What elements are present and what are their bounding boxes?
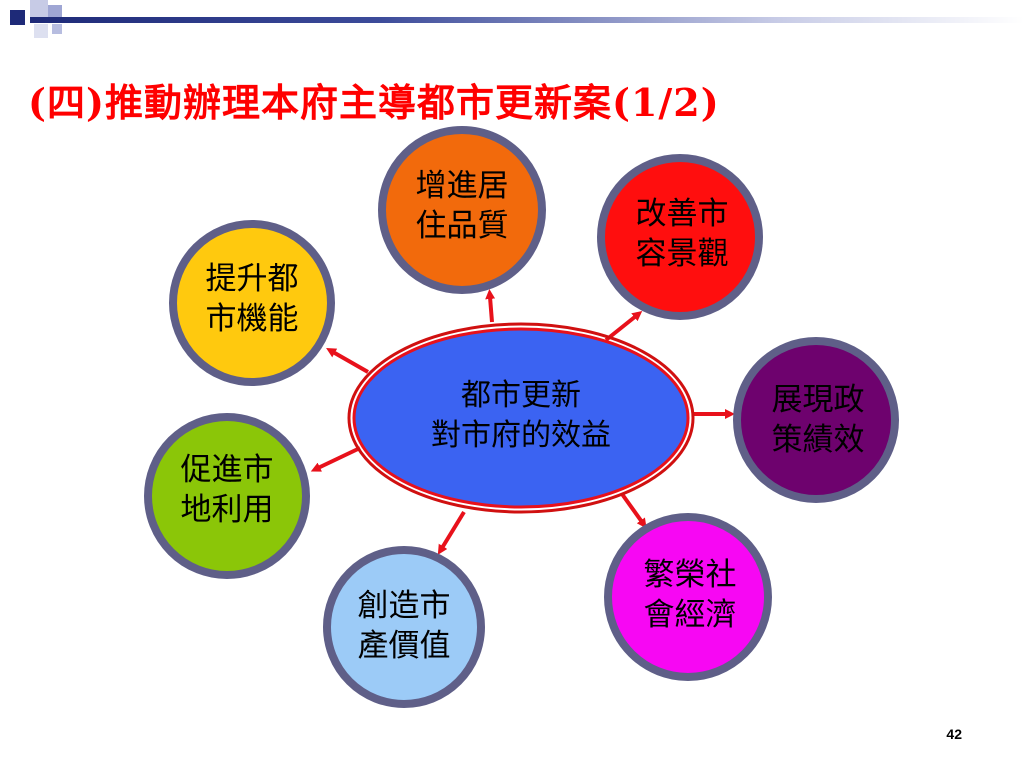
node-circle [323, 546, 485, 708]
node-label-line1: 展現政 [772, 382, 865, 418]
node-label-line1: 繁榮社 [644, 557, 737, 593]
node-label-line1: 提升都 [206, 261, 299, 297]
node-circle [169, 220, 335, 386]
benefit-node-socioeconomic: 繁榮社 會經濟 [604, 513, 772, 681]
center-label-line2: 對市府的效益 [431, 418, 611, 453]
center-ellipse [352, 327, 690, 509]
arrow-to-living-quality [485, 289, 496, 323]
benefit-node-policy-results: 展現政 策績效 [733, 337, 899, 503]
benefit-node-living-quality: 增進居 住品質 [378, 126, 546, 294]
connector-arrows [310, 289, 735, 555]
decor-square-lavender [48, 5, 62, 19]
node-label-line1: 促進市 [181, 452, 274, 488]
arrow-to-asset-value [437, 510, 466, 555]
node-circle [733, 337, 899, 503]
page-number: 42 [946, 726, 962, 742]
center-label-line1: 都市更新 [461, 378, 581, 413]
decor-square-pale [34, 24, 48, 38]
node-circle [378, 126, 546, 294]
benefit-node-city-landscape: 改善市 容景觀 [597, 154, 763, 320]
node-label-line2: 地利用 [181, 492, 274, 528]
node-label-line1: 改善市 [636, 196, 729, 232]
arrow-to-city-landscape [604, 311, 643, 342]
benefit-node-land-use: 促進市 地利用 [144, 413, 310, 579]
node-circle [144, 413, 310, 579]
node-label-line2: 容景觀 [636, 236, 729, 272]
node-label-line2: 市機能 [206, 301, 299, 337]
node-label-line1: 增進居 [416, 168, 509, 204]
node-circle [597, 154, 763, 320]
decor-square-navy [10, 10, 25, 25]
slide-title: (四)推動辦理本府主導都市更新案(1/2) [28, 80, 720, 125]
arrow-to-socioeconomic [620, 492, 647, 529]
arrow-to-land-use [310, 446, 361, 472]
header-rule [30, 17, 1024, 23]
benefit-node-urban-function: 提升都 市機能 [169, 220, 335, 386]
benefit-node-asset-value: 創造市 產價值 [323, 546, 485, 708]
node-label-line2: 會經濟 [644, 597, 737, 633]
decor-square-mid [52, 24, 62, 34]
node-label-line2: 產價值 [358, 628, 451, 664]
node-label-line2: 住品質 [416, 208, 509, 244]
decor-square-light [30, 0, 48, 18]
node-label-line2: 策績效 [772, 422, 865, 458]
node-label-line1: 創造市 [358, 588, 451, 624]
arrow-to-urban-function [326, 348, 369, 374]
center-ellipse-outline [347, 322, 695, 514]
node-circle [604, 513, 772, 681]
center-node: 都市更新 對市府的效益 [347, 322, 695, 514]
